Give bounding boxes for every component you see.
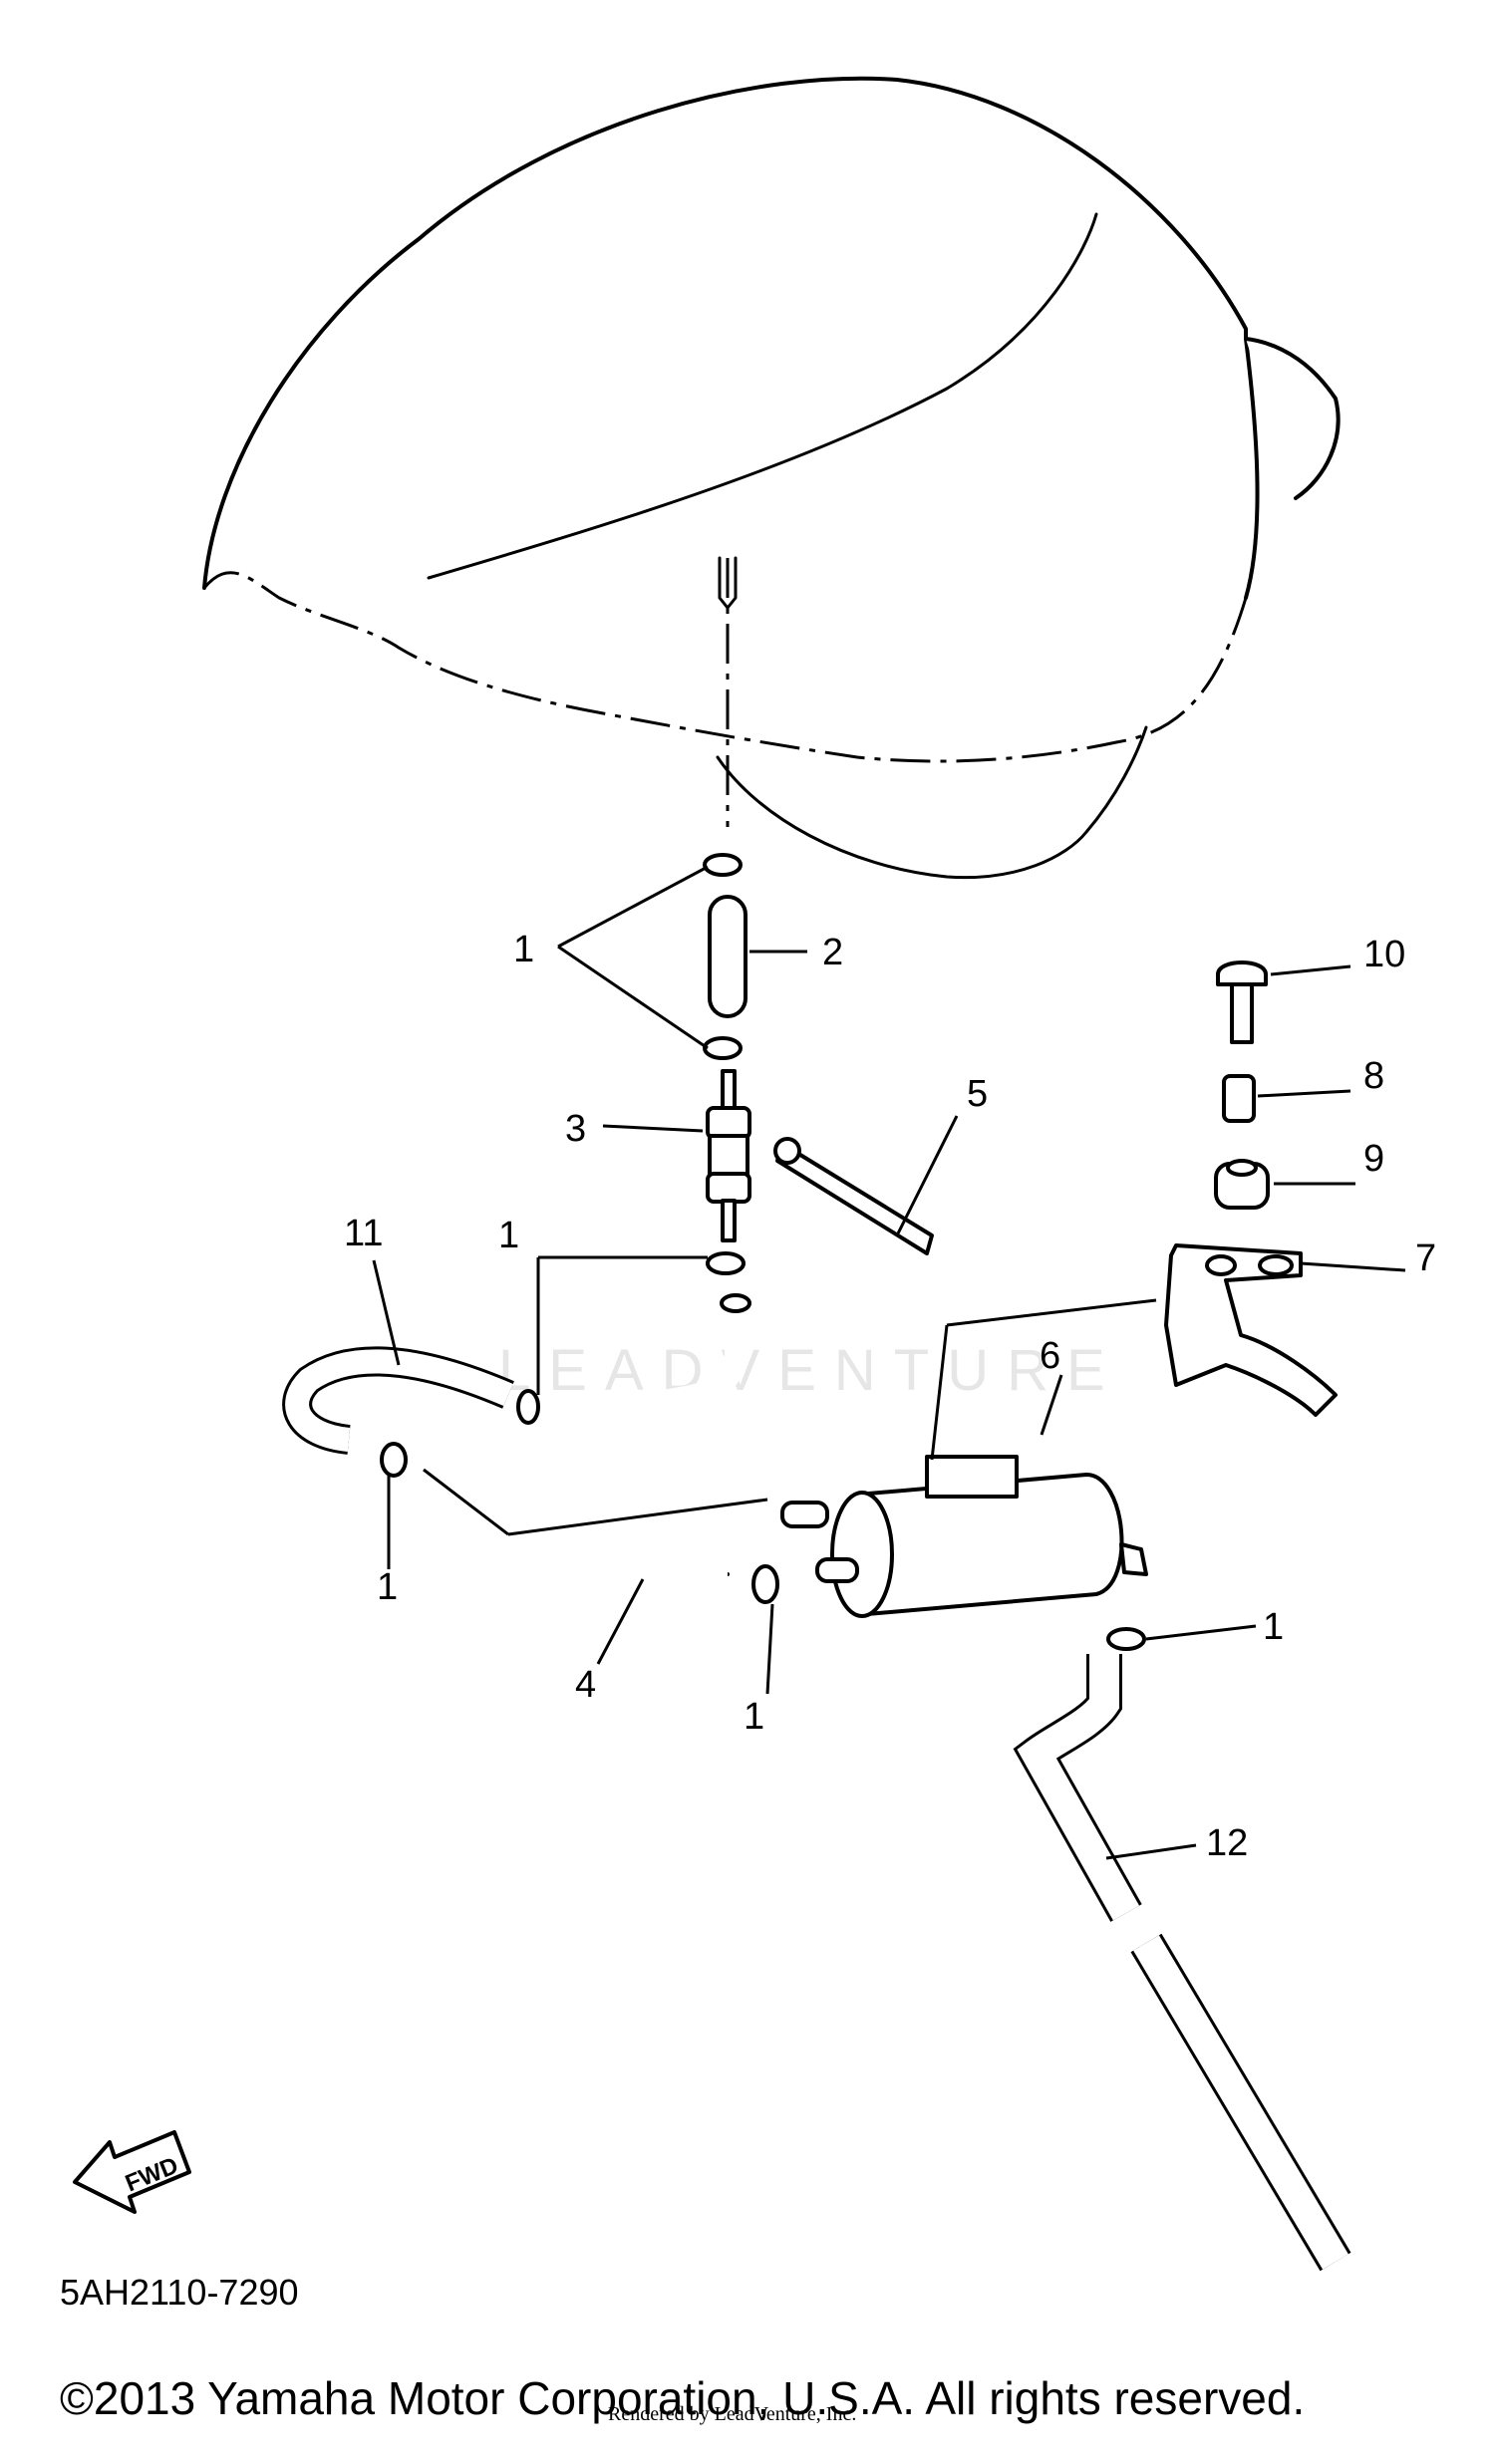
hose-clip: [380, 1389, 1146, 1651]
forward-arrow-icon: FWD: [73, 2130, 191, 2214]
callout-1: 1: [498, 1215, 519, 1256]
callout-1: 1: [1263, 1606, 1284, 1648]
grommet: [1214, 1159, 1355, 1210]
callout-6: 6: [1040, 1335, 1060, 1377]
rendered-by-credit: Rendered by LeadVenture, Inc.: [608, 2403, 857, 2425]
callout-5: 5: [967, 1073, 988, 1115]
bolt: [1216, 960, 1351, 1044]
callout-10: 10: [1363, 934, 1405, 975]
hose-clip: [706, 1251, 746, 1275]
callout-1: 1: [513, 929, 534, 970]
hose-short: [708, 895, 807, 1018]
canister-bracket: [1164, 1243, 1406, 1417]
diagram-code: 5AH2110-7290: [60, 2272, 299, 2313]
hose-clip: [703, 853, 743, 1060]
hose-band: [773, 1115, 959, 1255]
fuel-tank: [202, 76, 1341, 880]
callout-1: 1: [744, 1696, 764, 1738]
collar: [1222, 1074, 1351, 1123]
callout-3: 3: [565, 1108, 586, 1150]
callout-7: 7: [1415, 1237, 1436, 1279]
callout-4: 4: [575, 1664, 596, 1706]
copyright-notice: ©2013 Yamaha Motor Corporation, U.S.A. A…: [60, 2372, 1306, 2424]
callout-9: 9: [1363, 1138, 1384, 1180]
callout-11: 11: [344, 1213, 383, 1254]
bent-hose: [572, 1293, 751, 1665]
callout-2: 2: [822, 932, 843, 973]
callout-12: 12: [1206, 1822, 1248, 1864]
short-bent-hose: [282, 1259, 514, 1455]
callout-1: 1: [377, 1566, 398, 1608]
charcoal-canister: [780, 1298, 1157, 1618]
callout-8: 8: [1363, 1055, 1384, 1097]
watermark-text: LEADVENTURE: [498, 1338, 1123, 1403]
fuel-filter: [602, 1069, 751, 1242]
long-hose: [1013, 1654, 1351, 2272]
